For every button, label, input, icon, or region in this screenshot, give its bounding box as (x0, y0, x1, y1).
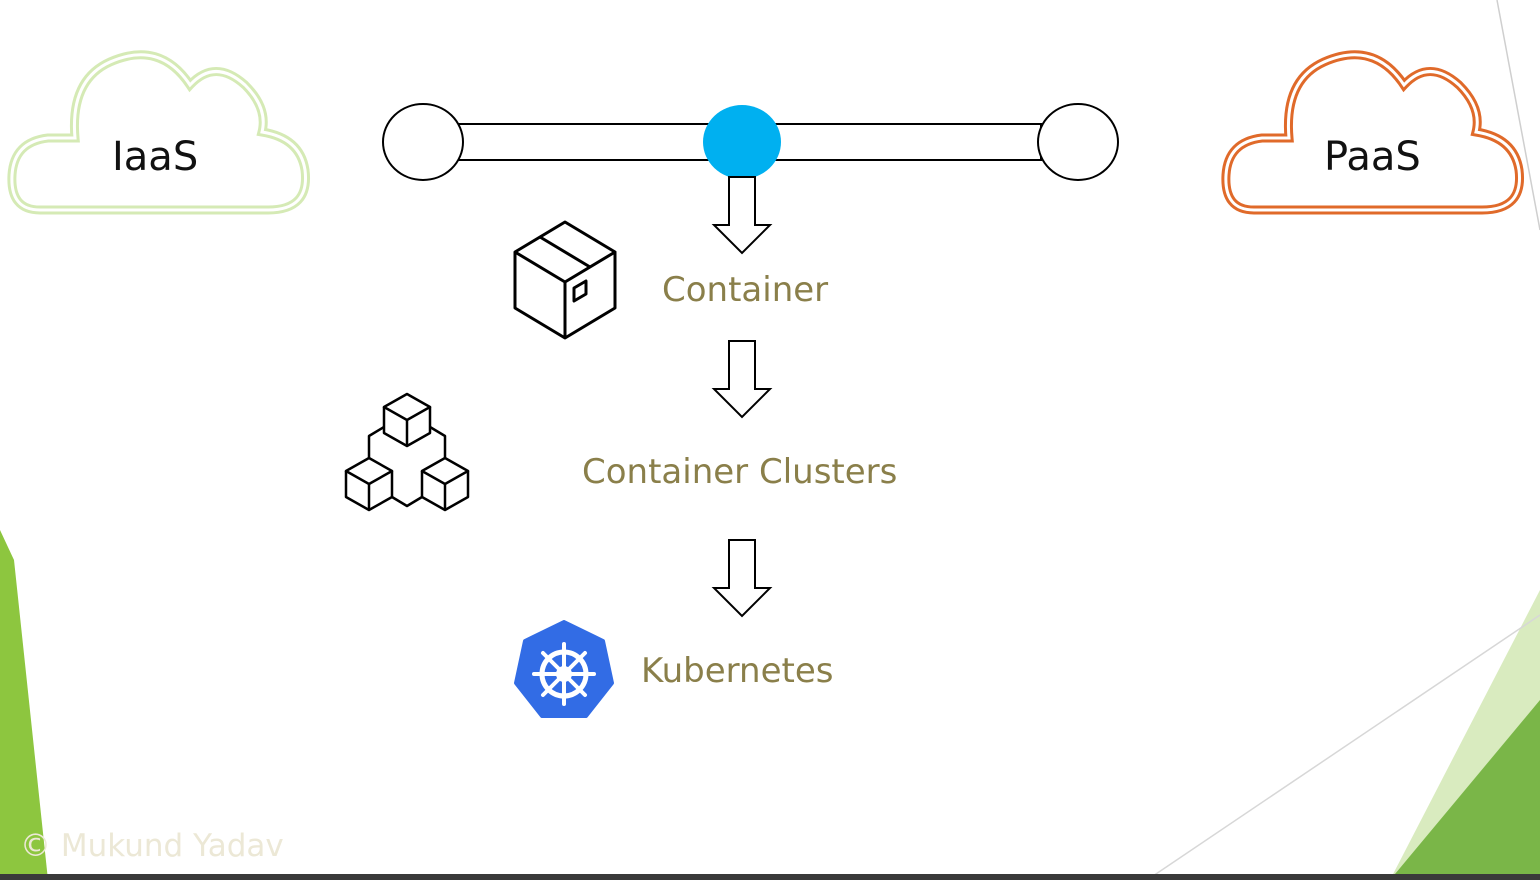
step-label-kubernetes: Kubernetes (641, 651, 834, 691)
down-arrow-3 (711, 539, 773, 618)
paas-cloud (1221, 50, 1525, 215)
cubes-cluster-icon (344, 392, 470, 512)
left-accent-shape (0, 530, 48, 880)
down-arrow-1 (711, 176, 773, 255)
right-accent-shape (1390, 700, 1540, 880)
copyright-watermark: © Mukund Yadav (20, 828, 284, 864)
iaas-paas-timeline (382, 103, 1119, 181)
box-icon (513, 220, 617, 340)
kubernetes-logo-icon (514, 620, 614, 718)
iaas-label: IaaS (112, 134, 199, 180)
iaas-cloud (7, 50, 311, 215)
bottom-bar (0, 874, 1540, 880)
timeline-end-node (1037, 103, 1119, 181)
corner-line (1496, 0, 1540, 231)
timeline-active-node (703, 105, 781, 179)
diagonal-line (1149, 614, 1540, 879)
step-label-container: Container (662, 270, 829, 310)
down-arrow-2 (711, 340, 773, 419)
paas-label: PaaS (1324, 134, 1421, 180)
timeline-start-node (382, 103, 464, 181)
step-label-container-clusters: Container Clusters (582, 452, 898, 492)
